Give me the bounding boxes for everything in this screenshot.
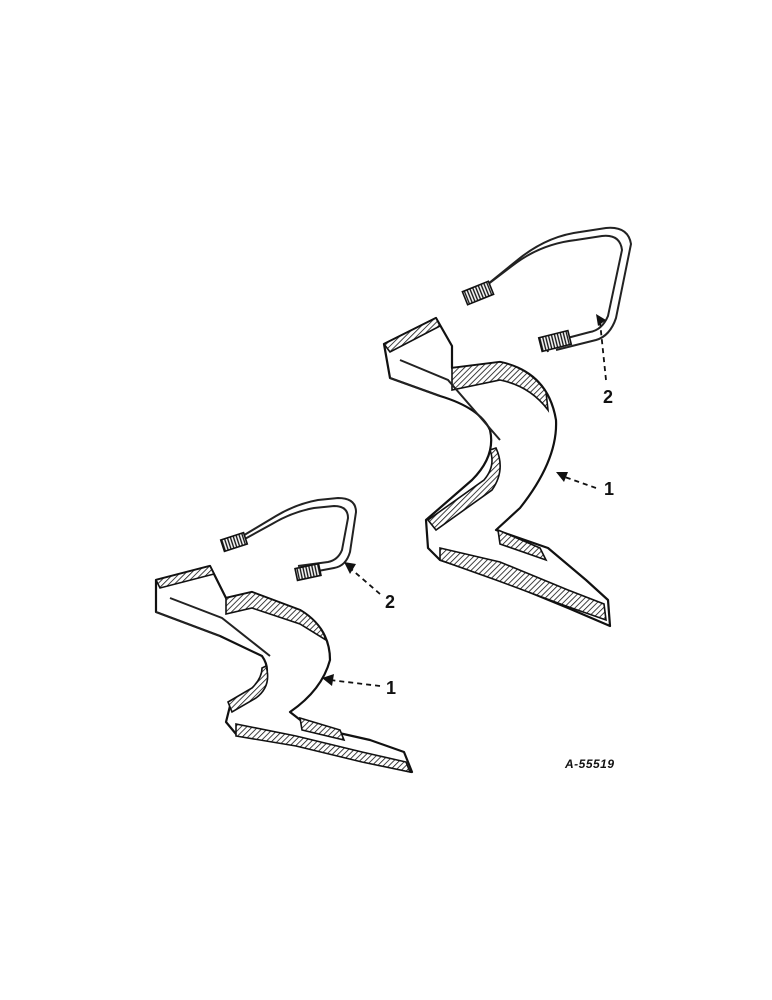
figure-id-label: A-55519 [565, 757, 615, 771]
upper-callout-1-leader [561, 475, 597, 489]
upper-u-bolt-icon [461, 226, 633, 353]
lower-u-bolt-icon [219, 496, 358, 582]
upper-callout-2-leader [599, 321, 607, 381]
lower-shank-with-shovel-icon [154, 564, 414, 774]
lower-callout-2-leader [349, 567, 381, 595]
lower-part-callout: 1 [386, 678, 397, 698]
upper-shank-assembly [382, 226, 633, 628]
lower-bolt-callout: 2 [385, 592, 396, 612]
upper-part-callout: 1 [604, 479, 615, 499]
lower-callout-1-leader [329, 679, 381, 687]
lower-shank-assembly [154, 496, 414, 774]
upper-shank-with-shovel-icon [382, 316, 612, 628]
upper-bolt-callout: 2 [603, 387, 614, 407]
